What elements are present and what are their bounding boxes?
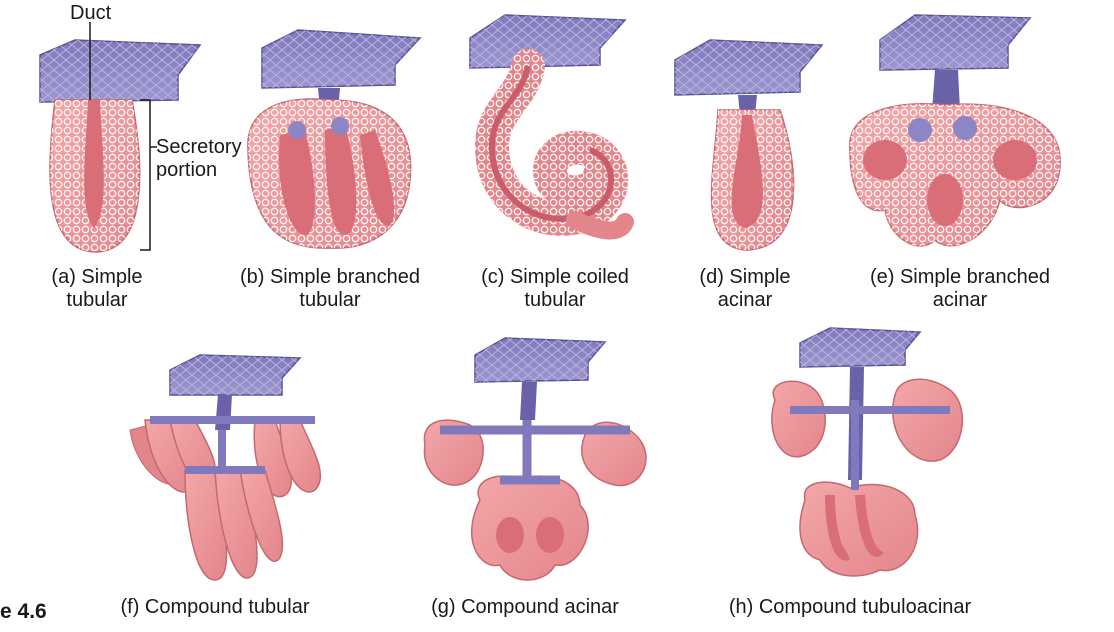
caption-simple-tubular: (a) Simple tubular xyxy=(22,266,172,312)
caption-line1: (a) Simple xyxy=(51,266,143,288)
figure-number: e 4.6 xyxy=(0,600,47,623)
caption-line1: (c) Simple coiled xyxy=(481,266,629,288)
caption-simple-coiled-tubular: (c) Simple coiled tubular xyxy=(460,266,650,312)
caption-line2: acinar xyxy=(717,289,773,311)
secretory-bracket xyxy=(140,99,151,251)
secretory-label-line1: Secretory xyxy=(156,136,242,158)
caption-line2: acinar xyxy=(932,289,988,311)
caption-simple-branched-acinar: (e) Simple branched acinar xyxy=(845,266,1075,312)
caption-line1: (e) Simple branched xyxy=(869,266,1051,288)
caption-simple-acinar: (d) Simple acinar xyxy=(680,266,810,312)
gland-simple-branched-tubular xyxy=(247,29,422,249)
caption-line2: tubular xyxy=(299,289,361,311)
caption-line1: (g) Compound acinar xyxy=(431,596,619,618)
gland-compound-acinar xyxy=(423,337,647,581)
gland-simple-branched-acinar xyxy=(849,14,1061,247)
caption-line1: (d) Simple xyxy=(699,266,791,288)
caption-line1: (b) Simple branched xyxy=(239,266,421,288)
caption-line2: tubular xyxy=(66,289,128,311)
gland-simple-coiled-tubular xyxy=(469,14,634,240)
secretory-label-line2: portion xyxy=(156,159,218,181)
caption-line2: tubular xyxy=(524,289,586,311)
caption-simple-branched-tubular: (b) Simple branched tubular xyxy=(220,266,440,312)
gland-simple-tubular xyxy=(39,22,202,253)
gland-compound-tubular xyxy=(129,354,322,581)
caption-line1: (h) Compound tubuloacinar xyxy=(728,596,972,618)
duct-label: Duct xyxy=(70,2,112,24)
caption-compound-tubuloacinar: (h) Compound tubuloacinar xyxy=(700,596,1000,619)
caption-compound-acinar: (g) Compound acinar xyxy=(410,596,640,619)
secretory-portion-label: Secretory portion xyxy=(156,136,242,182)
gland-simple-acinar xyxy=(674,39,824,251)
caption-line1: (f) Compound tubular xyxy=(120,596,310,618)
caption-compound-tubular: (f) Compound tubular xyxy=(100,596,330,619)
gland-compound-tubuloacinar xyxy=(771,327,964,577)
